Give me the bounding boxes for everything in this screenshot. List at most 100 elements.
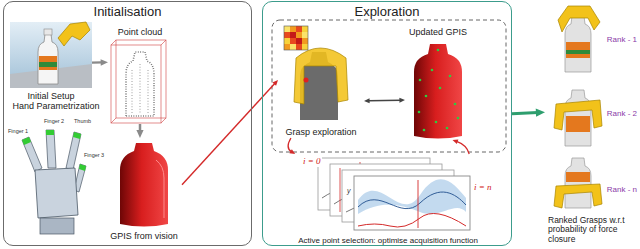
grid-inset (284, 26, 308, 50)
stage-panel: ExplorationGrasp exploration Updated GPIS… (262, 1, 512, 246)
palm (35, 168, 78, 218)
contact-point (304, 78, 309, 83)
rank-label: Rank - 2 (607, 110, 637, 119)
sample-point (446, 127, 449, 130)
sample-point (457, 117, 460, 120)
plot-marker (418, 180, 419, 228)
panel-title: Initialisation (94, 5, 162, 20)
grid-cell (302, 38, 308, 44)
sample-point (418, 111, 421, 114)
thumb (66, 132, 81, 170)
grid-cell (290, 38, 296, 44)
arrowhead (101, 59, 108, 66)
grid-cell (302, 26, 308, 32)
node-label: Ranked Grasps w.r.t probability of force… (548, 216, 635, 245)
connector-line (288, 138, 291, 152)
acquisition-plot: Active point selection: optimise acquisi… (272, 154, 504, 246)
arrowhead (536, 109, 545, 117)
grid-cell (296, 38, 302, 44)
bounding-box (116, 40, 166, 118)
grid-cell (302, 32, 308, 38)
plot-panel (354, 176, 470, 230)
finger (46, 130, 56, 168)
robot-hand (294, 48, 348, 104)
connector (92, 59, 108, 66)
grasp-view: Grasp exploration (278, 22, 364, 138)
arrowhead (136, 130, 143, 138)
grid-cell (296, 26, 302, 32)
connector (182, 80, 278, 185)
connector-line (512, 113, 538, 114)
arrowhead (453, 139, 459, 144)
grid-cell (284, 26, 290, 32)
scene-sky (10, 22, 92, 88)
axis-label: y (347, 187, 351, 195)
stage-panel: InitialisationInitial SetupPoint cloudGP… (3, 1, 252, 246)
node-label: Hand Parametrization (12, 101, 99, 111)
grid-cell (302, 44, 308, 50)
rank-label: Rank - 1 (607, 36, 637, 45)
connector (512, 109, 545, 117)
sample-point (454, 103, 457, 106)
point-cloud (126, 52, 154, 116)
connector-line (92, 61, 102, 63)
wrist (40, 218, 74, 234)
connector (136, 124, 143, 138)
connector (288, 138, 295, 154)
sample-points (418, 49, 460, 132)
sample-point (431, 69, 434, 72)
part-label: Finger 1 (8, 128, 28, 134)
panel-title: Exploration (354, 5, 419, 20)
sample-point (439, 87, 442, 90)
connector-line (368, 99, 400, 101)
sample-point (423, 129, 426, 132)
uncertainty-band (358, 179, 466, 214)
sample-point (425, 95, 428, 98)
grid-cell (284, 38, 290, 44)
sample-point (437, 49, 440, 52)
node-label: Initial Setup (27, 91, 74, 101)
gpis-highlight (156, 160, 164, 218)
point-cloud (132, 64, 148, 114)
bottle-label (566, 42, 590, 58)
rank-label: Rank - n (607, 186, 637, 195)
finger (22, 137, 42, 172)
bottle (38, 34, 58, 84)
bottle (565, 90, 591, 146)
grid-cell (296, 32, 302, 38)
plot-marker (340, 168, 341, 212)
bottle-label (566, 116, 590, 132)
robot-hand (554, 184, 602, 208)
bottle (565, 16, 591, 72)
contact-patch (73, 132, 81, 139)
connector (453, 139, 470, 154)
robot-hand (558, 6, 600, 32)
robot-hand (58, 22, 90, 46)
grid-cell (284, 32, 290, 38)
grid-cell (296, 44, 302, 50)
node-label: Point cloud (118, 27, 163, 37)
part-label: Thumb (74, 118, 91, 124)
iteration-label: i = n (473, 183, 493, 193)
connector-line (457, 141, 470, 154)
scene-image: Initial Setup (10, 20, 92, 102)
gpis-surface (120, 143, 168, 227)
sample-point (435, 121, 438, 124)
contact-patch (79, 164, 86, 171)
part-label: Finger 3 (84, 152, 104, 158)
node-label: Updated GPIS (409, 27, 467, 37)
node-label: Active point selection: optimise acquisi… (298, 236, 478, 245)
gpis-surface (414, 44, 462, 139)
bottle-label (39, 62, 57, 67)
arrowhead (399, 98, 405, 103)
robot-hand (554, 100, 602, 130)
iteration-label: i = 0 (302, 157, 322, 167)
bottle-label (39, 56, 57, 70)
contact-patch (46, 130, 54, 135)
arrowhead (289, 149, 295, 154)
sample-point (449, 75, 452, 78)
node-label: Grasp exploration (285, 127, 356, 137)
sample-point (419, 79, 422, 82)
